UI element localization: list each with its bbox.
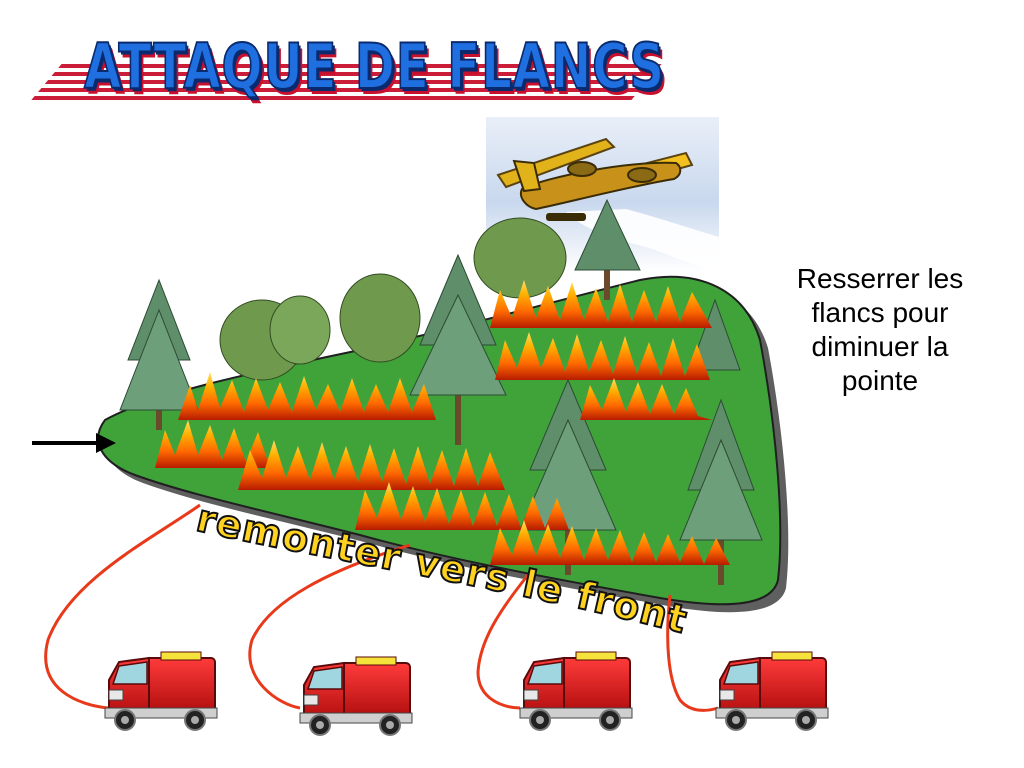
ground-shadow [106, 284, 789, 613]
tree-icon [119, 278, 199, 430]
flame-band [355, 482, 569, 530]
title-block: ATTAQUE DE FLANCS [28, 28, 668, 108]
plane-photo [486, 117, 719, 272]
banner-text: remonter vers le front [193, 496, 692, 642]
flame-band [495, 332, 710, 380]
banner-text-path: remonter vers le front [192, 495, 692, 643]
flame-band [238, 440, 505, 490]
fire-truck-icon [104, 651, 218, 731]
fire-flames [155, 280, 730, 565]
tree-icon [679, 398, 763, 585]
ground-area [97, 275, 782, 606]
tree-icon [219, 295, 331, 381]
tree-icon [339, 273, 421, 363]
right-arrow-icon [32, 433, 116, 453]
hose [248, 543, 411, 710]
fire-truck-icon [715, 651, 829, 731]
flame-band [490, 520, 730, 565]
hose [44, 503, 201, 710]
fire-trucks [104, 651, 829, 736]
flame-band [155, 420, 270, 468]
tree-icon [519, 378, 617, 575]
hose [666, 594, 719, 712]
hose [476, 574, 530, 710]
page-title: ATTAQUE DE FLANCS [83, 29, 665, 104]
flame-band [490, 280, 712, 328]
tree-icon [689, 298, 741, 371]
annotation-text: Resserrer les flancs pour diminuer la po… [796, 263, 964, 396]
flame-band [580, 378, 712, 420]
flame-band [178, 372, 436, 420]
fire-truck-icon [299, 656, 413, 736]
tree-icon [409, 253, 507, 445]
water-bomber-plane-icon [496, 137, 719, 272]
fire-hoses [44, 503, 719, 712]
fire-truck-icon [519, 651, 633, 731]
